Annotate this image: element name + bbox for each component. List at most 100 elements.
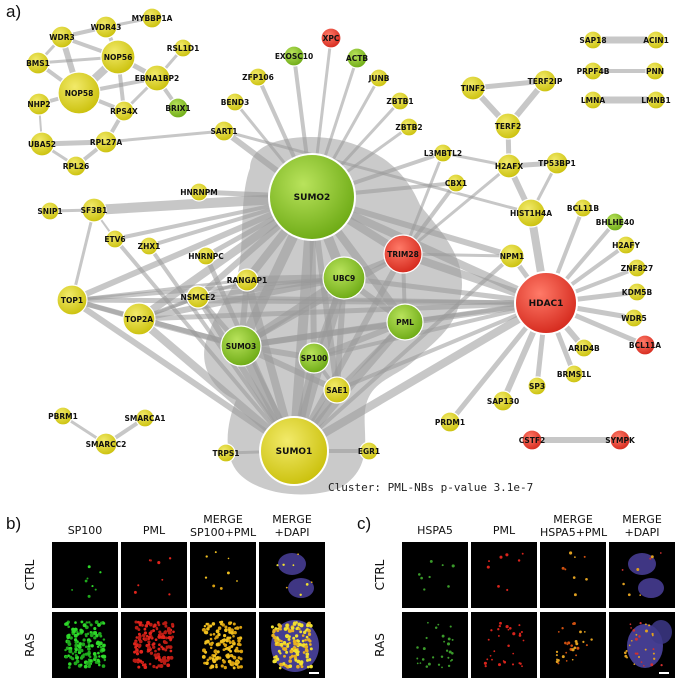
node-kdm5b: KDM5B <box>622 282 653 302</box>
column-header: MERGE +DAPI <box>622 513 662 539</box>
node-circle <box>259 416 329 486</box>
node-label: HIST1H4A <box>510 209 552 218</box>
node-label: TP53BP1 <box>538 159 575 168</box>
node-hist1h4a: HIST1H4A <box>510 198 552 228</box>
column-header: MERGE +DAPI <box>272 513 312 539</box>
node-label: SNIP1 <box>37 207 62 216</box>
node-circle <box>167 97 189 119</box>
node-terf2: TERF2 <box>494 112 522 140</box>
node-label: WDR5 <box>621 314 647 323</box>
node-tinf2: TINF2 <box>460 75 486 101</box>
node-label: ETV6 <box>104 235 125 244</box>
node-circle <box>583 90 603 110</box>
node-zbtb1: ZBTB1 <box>386 91 414 111</box>
node-hnrnpm: HNRNPM <box>180 182 218 202</box>
node-circle <box>574 338 594 358</box>
node-circle <box>645 61 665 81</box>
node-h2afy: H2AFY <box>612 235 640 255</box>
node-label: UBC9 <box>333 274 356 283</box>
node-label: EXOSC10 <box>275 52 313 61</box>
node-label: RPL27A <box>90 138 122 147</box>
node-label: XPC <box>323 34 340 43</box>
node-ubc9: UBC9 <box>322 256 366 300</box>
node-sap130: SAP130 <box>487 390 519 412</box>
column-header: MERGE SP100+PML <box>190 513 257 539</box>
node-label: ZFP106 <box>242 73 274 82</box>
node-sp3: SP3 <box>527 376 547 396</box>
micrograph-tile <box>609 612 675 678</box>
node-label: SP100 <box>301 354 328 363</box>
node-label: SYMPK <box>605 436 636 445</box>
node-etv6: ETV6 <box>104 229 126 249</box>
node-exosc10: EXOSC10 <box>275 45 313 67</box>
node-label: UBA52 <box>28 140 56 149</box>
micrograph-tile <box>609 542 675 608</box>
node-npm1: NPM1 <box>499 243 525 269</box>
node-label: ZBTB2 <box>395 123 422 132</box>
node-label: HDAC1 <box>529 299 564 309</box>
node-actb: ACTB <box>346 47 368 69</box>
edge-ubc9-nsmce2 <box>195 275 347 300</box>
node-label: TINF2 <box>461 84 486 93</box>
node-circle <box>646 30 666 50</box>
node-circle <box>40 201 60 221</box>
node-rsl1d1: RSL1D1 <box>167 38 199 58</box>
node-circle <box>492 390 514 412</box>
node-lmnb1: LMNB1 <box>641 90 671 110</box>
node-brms1l: BRMS1L <box>557 364 591 384</box>
micrograph-tile <box>259 542 325 608</box>
node-circle <box>399 117 419 137</box>
node-label: SMARCA1 <box>125 414 166 423</box>
node-circle <box>220 325 262 367</box>
node-circle <box>143 64 171 92</box>
micrograph-tile <box>471 542 537 608</box>
node-bhlhe40: BHLHE40 <box>596 212 634 232</box>
node-circle <box>94 15 118 39</box>
node-circle <box>390 91 410 111</box>
node-wdr3: WDR3 <box>49 25 75 49</box>
edge-rpl27a-sart1 <box>104 129 226 144</box>
edge-hdac1-top2a <box>136 300 549 322</box>
node-label: TRPS1 <box>212 449 239 458</box>
panel-b-label: b) <box>6 514 22 533</box>
node-circle <box>516 198 546 228</box>
node-label: PBRM1 <box>48 412 78 421</box>
node-circle <box>139 236 159 256</box>
node-circle <box>213 120 235 142</box>
micrograph-tile <box>540 542 606 608</box>
node-circle <box>460 75 486 101</box>
micrograph-tile <box>402 612 468 678</box>
node-label: PML <box>396 318 414 327</box>
node-snip1: SNIP1 <box>37 201 63 221</box>
node-label: RPS4X <box>110 107 138 116</box>
node-trim28: TRIM28 <box>383 234 423 274</box>
node-label: CSTF2 <box>519 436 546 445</box>
edge-top1-rangap1 <box>70 278 249 302</box>
node-circle <box>320 27 342 49</box>
node-hdac1: HDAC1 <box>514 271 578 335</box>
node-label: SP3 <box>529 382 545 391</box>
node-label: MYBBP1A <box>132 14 173 23</box>
node-circle <box>346 47 368 69</box>
edge-trim28-h2afx <box>401 164 511 256</box>
edge-sumo1-npm1 <box>292 254 514 453</box>
node-label: SUMO1 <box>276 447 313 457</box>
node-cbx1: CBX1 <box>445 173 467 193</box>
node-label: TOP2A <box>125 315 153 324</box>
node-circle <box>268 153 356 241</box>
node-circle <box>439 411 461 433</box>
node-circle <box>383 234 423 274</box>
node-label: TERF2 <box>495 122 521 131</box>
node-circle <box>216 443 236 463</box>
node-circle <box>433 143 453 163</box>
node-label: NSMCE2 <box>181 293 216 302</box>
node-nsmce2: NSMCE2 <box>181 285 216 309</box>
micrograph-tile <box>52 612 118 678</box>
node-sympk: SYMPK <box>605 429 636 451</box>
micrograph-tile <box>471 612 537 678</box>
node-circle <box>564 364 584 384</box>
node-circle <box>496 153 522 179</box>
micrograph-tile <box>121 612 187 678</box>
node-circle <box>56 284 88 316</box>
node-sap18: SAP18 <box>579 30 607 50</box>
